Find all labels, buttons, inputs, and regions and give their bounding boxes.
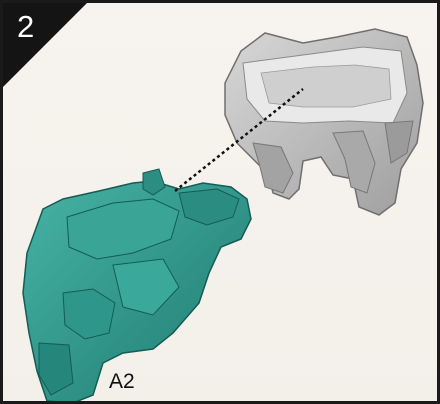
step-badge (3, 3, 87, 87)
teal-bear-body-part (23, 169, 251, 403)
part-label: A2 (109, 371, 135, 392)
assembly-illustration (3, 3, 440, 404)
grey-bear-body-part (225, 29, 423, 215)
step-number: 2 (17, 11, 34, 42)
